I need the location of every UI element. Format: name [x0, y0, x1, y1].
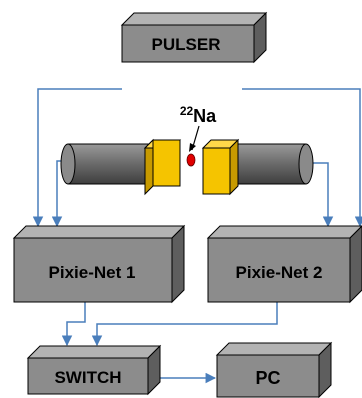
right-detector: [201, 138, 314, 196]
source-element: Na: [193, 106, 217, 126]
switch-box: SWITCH: [26, 344, 162, 396]
connection-wires: [32, 88, 362, 384]
left-pmt: [60, 143, 154, 185]
wire-pixie1-switch: [61, 302, 86, 347]
wire-detector2-pixie2: [311, 162, 334, 228]
left-detector: [60, 138, 182, 196]
na22-source: 22Na: [180, 104, 217, 167]
pc-label: PC: [255, 368, 280, 388]
pulser-label: PULSER: [152, 35, 221, 54]
right-pmt: [237, 143, 314, 185]
left-crystal: [143, 138, 182, 196]
switch-label: SWITCH: [54, 368, 121, 387]
wire-detector1-pixie1: [51, 160, 63, 228]
pc-box: PC: [215, 341, 333, 398]
pixie-net-1-box: Pixie-Net 1: [12, 224, 186, 304]
pulser-box: PULSER: [120, 11, 268, 64]
source-pointer-head: [189, 143, 196, 152]
wire-pulser-pixie1: [32, 88, 122, 228]
source-label: 22Na: [180, 104, 217, 126]
source-dot: [186, 153, 196, 167]
pixie-net-1-label: Pixie-Net 1: [49, 263, 136, 282]
source-mass-number: 22: [180, 104, 194, 118]
pixie-net-2-label: Pixie-Net 2: [236, 263, 323, 282]
pixie-net-2-box: Pixie-Net 2: [206, 225, 362, 304]
wire-pulser-pixie2: [242, 88, 362, 228]
wire-pixie2-switch: [91, 302, 278, 347]
right-crystal: [201, 138, 240, 196]
